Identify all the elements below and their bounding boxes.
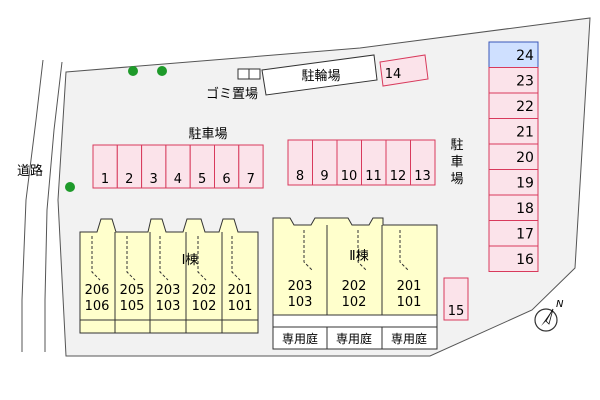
space-label-12: 12 [390,169,407,184]
garbage-label: ゴミ置場 [206,86,258,102]
unit-number: 106 [85,299,110,314]
parking-space-18 [488,194,539,221]
bicycle-parking [261,54,378,96]
space-label-2: 2 [125,172,133,187]
space-label-13: 13 [414,169,431,184]
space-label-20: 20 [516,150,534,166]
parking-space-21 [488,118,539,145]
unit-number: 103 [156,299,181,314]
bicycle-parking-label: 駐輪場 [301,68,340,84]
parking-space-9 [312,139,338,186]
space-label-23: 23 [516,74,534,90]
unit-number: 202 [342,279,367,294]
building-1-label: Ⅰ棟 [182,253,199,268]
space-label-24: 24 [516,48,534,64]
unit-number: 105 [120,299,145,314]
parking-space-6 [214,144,240,189]
space-label-1: 1 [101,172,109,187]
parking-space-17 [488,220,539,247]
compass-label: N [556,299,564,310]
unit-number: 201 [228,283,253,298]
private-garden-label: 専用庭 [282,331,318,346]
space-label-21: 21 [516,125,534,141]
parking-space-19 [488,169,539,196]
tree-icon [128,66,138,76]
unit-number: 206 [85,283,110,298]
parking-space-23 [488,67,539,94]
space-label-22: 22 [516,99,534,115]
unit-number: 101 [228,299,253,314]
building-1 [79,218,259,334]
parking-space-4 [165,144,191,189]
space-label-10: 10 [341,169,358,184]
parking-right-label-1: 駐 [450,138,463,153]
space-label-4: 4 [174,172,182,187]
private-garden-label: 専用庭 [391,331,427,346]
unit-number: 203 [288,279,313,294]
road-edge-left [21,59,44,352]
building-2 [272,217,438,350]
space-label-5: 5 [198,172,206,187]
space-label-19: 19 [516,176,534,192]
space-label-3: 3 [149,172,157,187]
unit-number: 102 [192,299,217,314]
parking-space-2 [116,144,143,189]
space-label-14: 14 [385,67,402,82]
unit-number: 103 [288,295,313,310]
parking-top-label: 駐車場 [188,127,227,142]
space-label-9: 9 [320,169,328,184]
space-label-15: 15 [448,304,465,319]
unit-number: 102 [342,295,367,310]
space-label-7: 7 [247,172,255,187]
unit-number: 101 [397,295,422,310]
parking-space-12 [385,139,411,186]
parking-space-11 [361,139,387,186]
parking-right-label-3: 場 [450,172,463,187]
building-2-label: Ⅱ棟 [349,249,368,264]
unit-number: 202 [192,283,217,298]
tree-icon [157,66,167,76]
parking-space-22 [488,92,539,119]
parking-right-label-2: 車 [450,155,463,170]
parking-space-1 [92,144,118,189]
unit-number: 205 [120,283,145,298]
parking-space-13 [410,139,436,186]
tree-icon [65,182,75,192]
parking-space-24 [488,41,539,68]
parking-space-7 [238,144,264,189]
space-label-18: 18 [516,201,534,217]
space-label-6: 6 [222,172,230,187]
road-edge-right [44,61,63,352]
unit-number: 203 [156,283,181,298]
space-label-8: 8 [296,169,304,184]
road-label-1: 道路 [17,163,43,179]
compass-icon: N [534,299,564,332]
parking-space-16 [488,245,539,272]
parking-space-14 [379,54,429,87]
space-label-16: 16 [516,252,534,268]
space-label-11: 11 [365,169,382,184]
space-label-17: 17 [516,227,534,243]
parking-space-15 [443,277,469,321]
unit-number: 201 [397,279,422,294]
private-garden-label: 専用庭 [336,331,372,346]
parking-space-5 [189,144,215,189]
